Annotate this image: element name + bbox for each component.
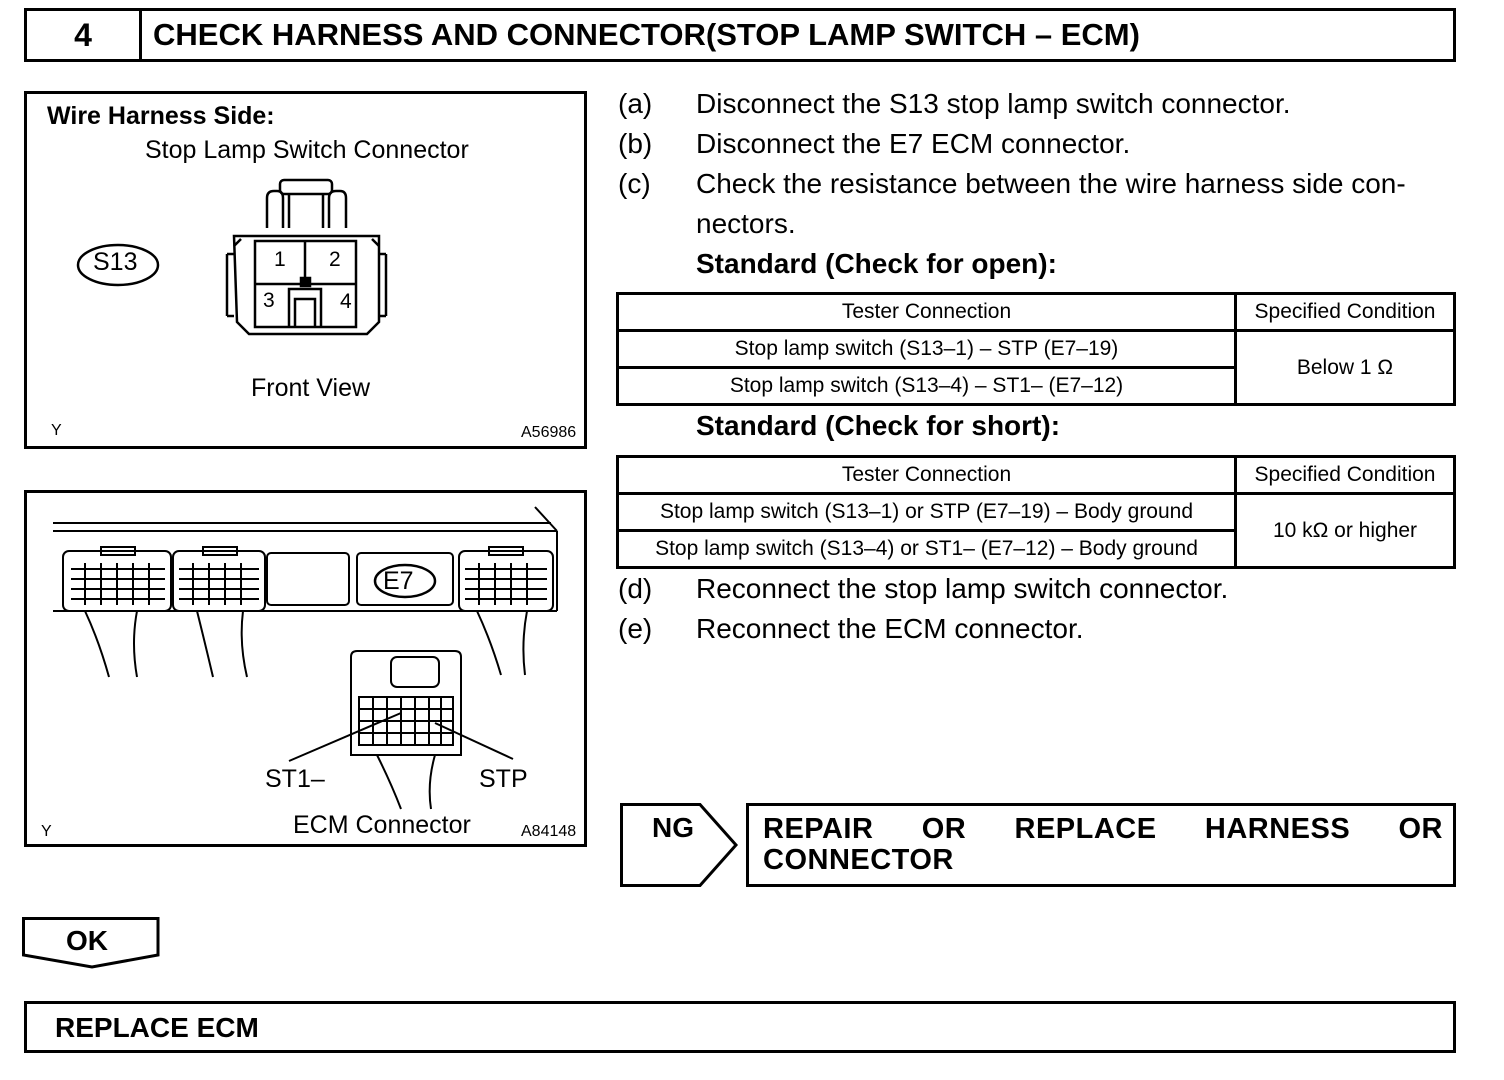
ng-arrow-box — [620, 803, 738, 887]
connector-id-e7: E7 — [383, 567, 414, 595]
standard-open-heading: Standard (Check for open): — [696, 248, 1057, 279]
pin-2: 2 — [329, 248, 341, 271]
step-header: 4 CHECK HARNESS AND CONNECTOR(STOP LAMP … — [24, 8, 1456, 62]
step-text: Reconnect the stop lamp switch connector… — [696, 573, 1229, 604]
ok-arrow-box — [22, 917, 160, 969]
table-row: Stop lamp switch (S13–1) or STP (E7–19) … — [616, 492, 1456, 569]
standard-short-heading: Standard (Check for short): — [696, 410, 1061, 441]
column-header-connection: Tester Connection — [616, 455, 1237, 495]
column-header-condition: Specified Condition — [1234, 455, 1456, 495]
standard-short-table: Tester Connection Specified Condition St… — [616, 455, 1456, 569]
column-header-connection: Tester Connection — [616, 292, 1237, 332]
pin-1: 1 — [274, 248, 286, 271]
step-text: Disconnect the S13 stop lamp switch conn… — [696, 88, 1291, 119]
figure-subheading: Stop Lamp Switch Connector — [145, 136, 469, 164]
step-number: 4 — [27, 11, 142, 59]
tester-connection-cell: Stop lamp switch (S13–1) – STP (E7–19) — [616, 329, 1237, 369]
standard-open-table: Tester Connection Specified Condition St… — [616, 292, 1456, 406]
table-header-row: Tester Connection Specified Condition — [616, 455, 1456, 495]
final-action-box: REPLACE ECM — [24, 1001, 1456, 1053]
step-letter: (b) — [618, 128, 653, 159]
view-label: Front View — [251, 374, 371, 402]
step-letter: (e) — [618, 613, 653, 644]
figure-code: A84148 — [521, 823, 577, 840]
tester-connection-cell: Stop lamp switch (S13–4) – ST1– (E7–12) — [616, 366, 1237, 406]
connector-id-s13: S13 — [93, 248, 138, 276]
tester-connection-cell: Stop lamp switch (S13–4) or ST1– (E7–12)… — [616, 529, 1237, 569]
specified-condition-cell: 10 kΩ or higher — [1234, 492, 1456, 569]
pin-label-stp: STP — [479, 765, 528, 793]
step-letter: (a) — [618, 88, 653, 119]
ng-label: NG — [652, 812, 694, 843]
pin-3: 3 — [263, 289, 275, 312]
step-text: Check the resistance between the wire ha… — [696, 168, 1406, 199]
ok-label: OK — [66, 925, 108, 956]
figure-corner-left: Y — [41, 823, 52, 840]
specified-condition-cell: Below 1 Ω — [1234, 329, 1456, 406]
ecm-connector-diagram — [53, 506, 558, 810]
table-row: Stop lamp switch (S13–1) – STP (E7–19) B… — [616, 329, 1456, 406]
ng-action-text: REPAIR OR REPLACE HARNESS OR CONNECTOR — [763, 813, 1443, 876]
column-header-condition: Specified Condition — [1234, 292, 1456, 332]
figure-corner-left: Y — [51, 422, 62, 439]
final-action-text: REPLACE ECM — [55, 1012, 259, 1043]
step-text: nectors. — [696, 208, 796, 239]
figure-heading: Wire Harness Side: — [47, 102, 275, 130]
pin-label-st1: ST1– — [265, 765, 325, 793]
step-letter: (c) — [618, 168, 651, 199]
figure-code: A56986 — [521, 424, 577, 441]
step-text: Disconnect the E7 ECM connector. — [696, 128, 1131, 159]
stop-lamp-switch-connector-diagram — [76, 178, 388, 336]
stop-lamp-switch-connector-figure: Wire Harness Side: Stop Lamp Switch Conn… — [24, 91, 587, 449]
pin-4: 4 — [340, 290, 352, 313]
table-row: Stop lamp switch (S13–4) or ST1– (E7–12)… — [616, 529, 1455, 569]
table-header-row: Tester Connection Specified Condition — [616, 292, 1456, 332]
step-letter: (d) — [618, 573, 653, 604]
ecm-connector-caption: ECM Connector — [293, 811, 471, 839]
step-text: Reconnect the ECM connector. — [696, 613, 1084, 644]
step-title: CHECK HARNESS AND CONNECTOR(STOP LAMP SW… — [153, 17, 1140, 52]
ecm-connector-figure: E7 ST1– STP ECM Connector Y A84148 — [24, 490, 587, 847]
table-row: Stop lamp switch (S13–4) – ST1– (E7–12) — [616, 366, 1455, 406]
ng-action-box: REPAIR OR REPLACE HARNESS OR CONNECTOR — [746, 803, 1456, 887]
tester-connection-cell: Stop lamp switch (S13–1) or STP (E7–19) … — [616, 492, 1237, 532]
